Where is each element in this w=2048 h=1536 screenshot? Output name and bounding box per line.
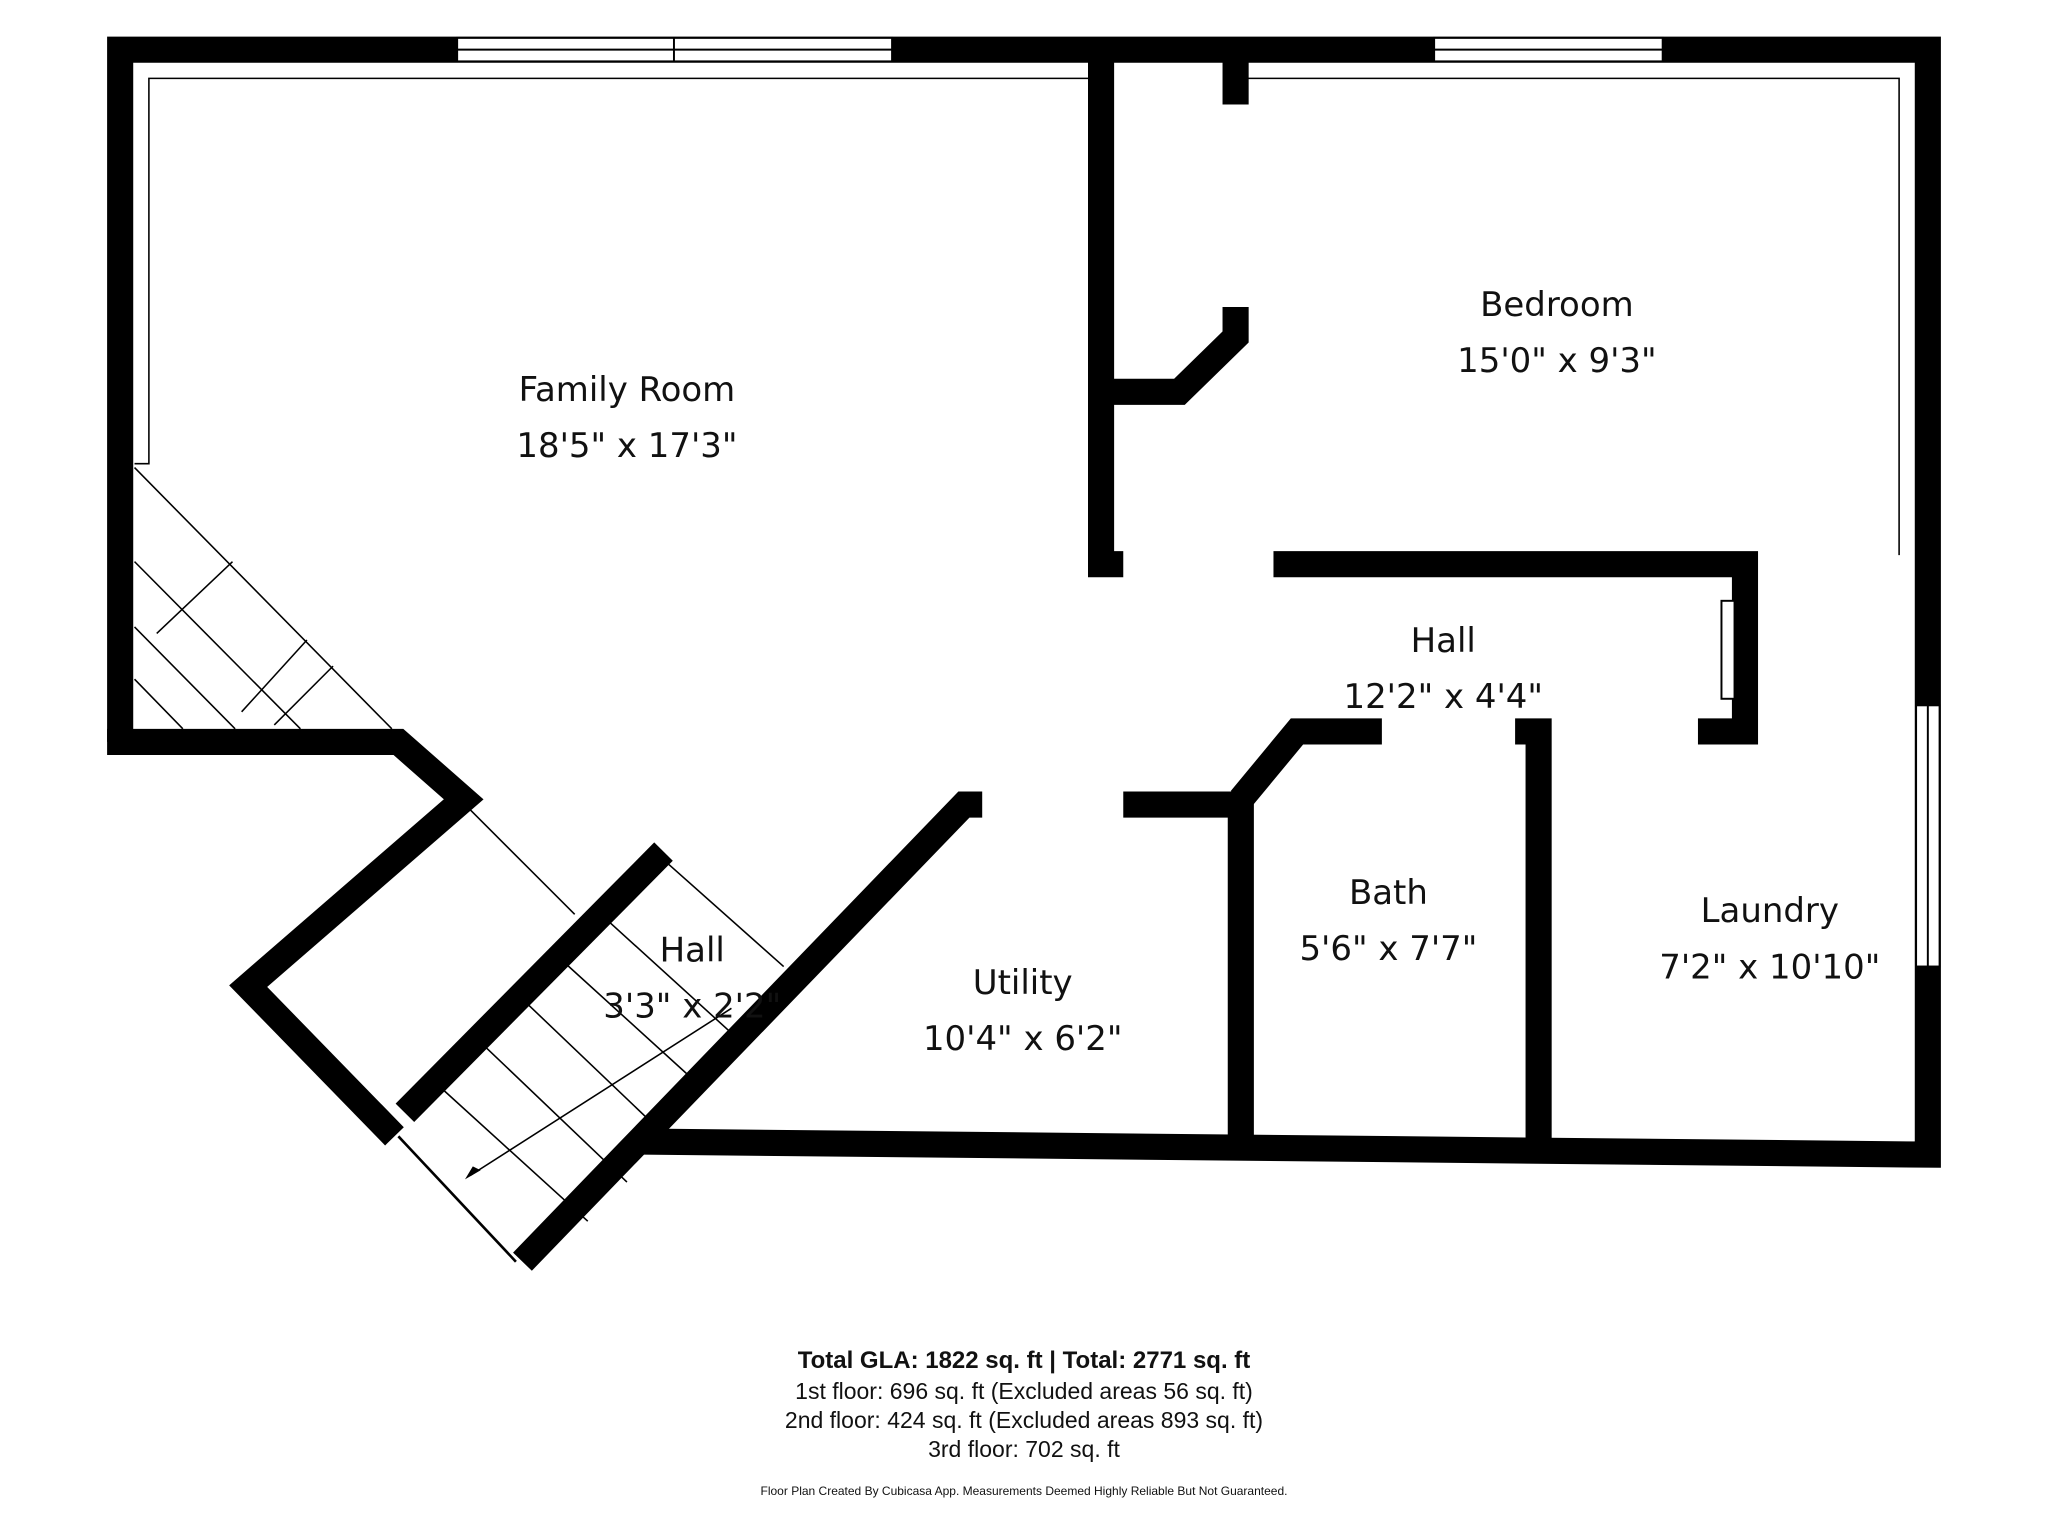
disclaimer: Floor Plan Created By Cubicasa App. Meas… [760,1484,1288,1498]
door-openings [984,104,1696,818]
room-dims: 7'2" x 10'10" [1659,947,1880,987]
room-name: Hall [660,930,725,970]
room-name: Family Room [519,370,736,410]
floor-2-area: 2nd floor: 424 sq. ft (Excluded areas 89… [784,1407,1264,1433]
room-name: Utility [973,963,1073,1003]
room-name: Bedroom [1480,285,1634,325]
stair-arrow-icon [464,1166,481,1180]
room-dims: 5'6" x 7'7" [1299,929,1477,969]
inner-lines [133,77,1900,1222]
floor-3-area: 3rd floor: 702 sq. ft [928,1436,1120,1462]
windows [456,36,1941,968]
room-labels: Family Room 18'5" x 17'3" Bedroom 15'0" … [516,285,1880,1059]
room-dims: 12'2" x 4'4" [1344,677,1544,717]
room-name: Hall [1411,621,1476,661]
room-dims: 15'0" x 9'3" [1457,341,1657,381]
total-area: Total GLA: 1822 sq. ft | Total: 2771 sq.… [797,1347,1251,1374]
floor-1-area: 1st floor: 696 sq. ft (Excluded areas 56… [795,1378,1253,1404]
room-dims: 10'4" x 6'2" [923,1019,1123,1059]
room-dims: 18'5" x 17'3" [516,426,737,466]
walls [107,36,1941,1271]
room-name: Laundry [1701,891,1839,931]
room-name: Bath [1349,873,1428,913]
room-dims: 3'3" x 2'2" [603,986,781,1026]
